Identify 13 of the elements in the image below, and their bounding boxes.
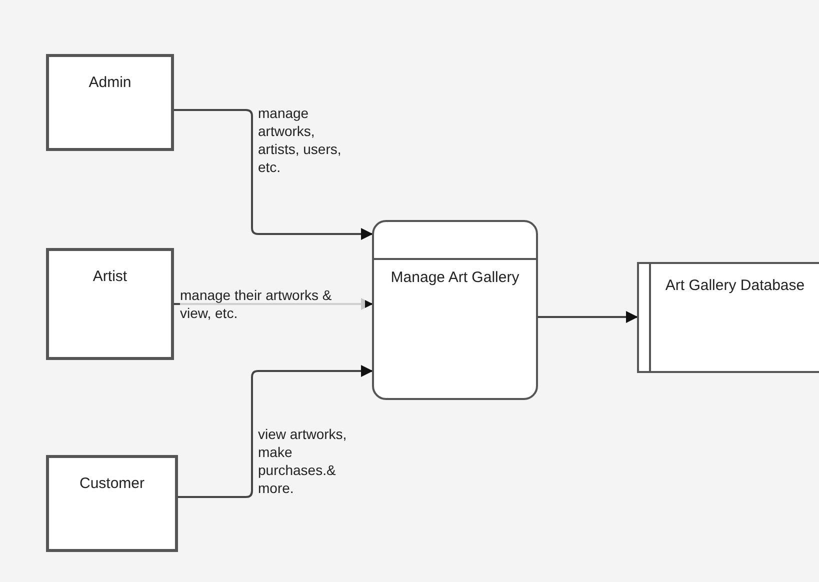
node-label: Customer	[78, 474, 146, 494]
arrow	[538, 311, 638, 323]
node-label: Admin	[88, 73, 132, 93]
entity-box	[46, 248, 174, 360]
entity-box	[46, 455, 178, 552]
node-label: Art Gallery Database	[664, 276, 806, 296]
arrow	[178, 365, 373, 498]
entity-box	[46, 54, 174, 151]
node-label: Manage Art Gallery	[390, 268, 520, 288]
data-store	[637, 262, 819, 373]
arrow	[174, 109, 373, 240]
node-label: Artist	[92, 267, 128, 287]
process-box	[372, 220, 538, 400]
